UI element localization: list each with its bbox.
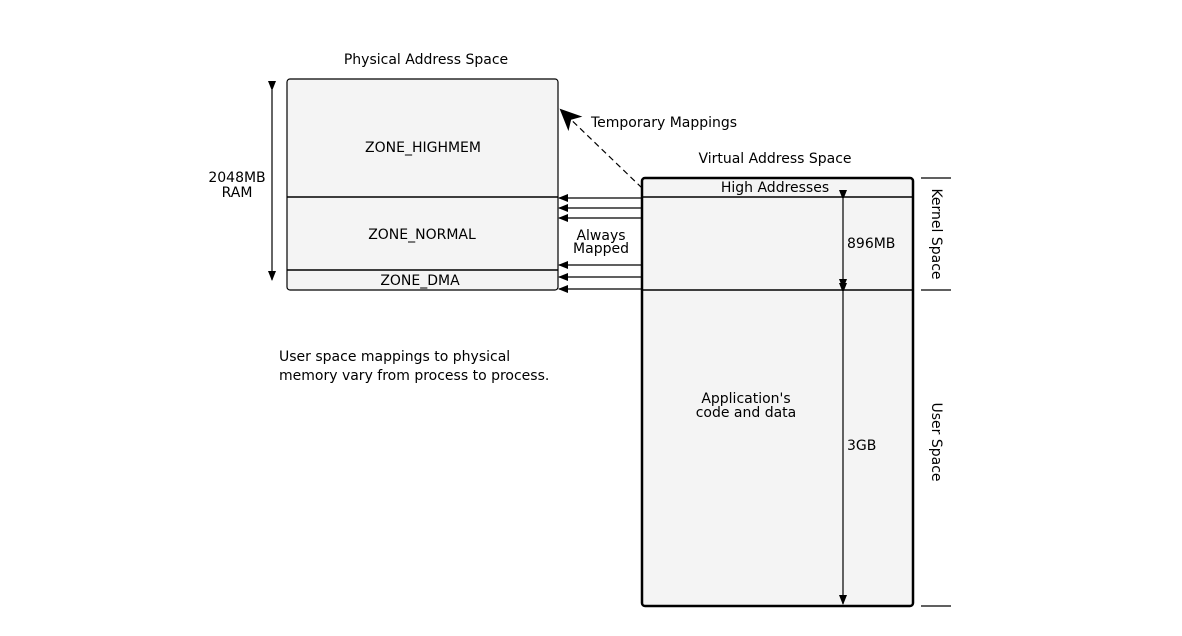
physical-memory-box bbox=[286, 78, 559, 291]
space-bracket-ticks bbox=[921, 177, 951, 607]
always-mapped-arrows bbox=[558, 194, 642, 293]
ram-label: RAM bbox=[222, 185, 253, 201]
kernel-size-label: 896MB bbox=[847, 236, 895, 252]
zone-dma-label: ZONE_DMA bbox=[380, 273, 460, 289]
user-size-label: 3GB bbox=[847, 438, 876, 454]
always-mapped-label-line2: Mapped bbox=[573, 241, 629, 257]
kernel-space-label: Kernel Space bbox=[928, 188, 944, 279]
application-label-line1: Application's bbox=[701, 391, 790, 407]
ram-size-label: 2048MB bbox=[208, 170, 265, 186]
user-space-note-line2: memory vary from process to process. bbox=[279, 368, 549, 384]
temporary-mappings-label: Temporary Mappings bbox=[590, 115, 737, 131]
user-space-note-line1: User space mappings to physical bbox=[279, 349, 510, 365]
application-label-line2: code and data bbox=[696, 405, 797, 421]
virtual-space-title: Virtual Address Space bbox=[698, 151, 851, 167]
user-space-label: User Space bbox=[928, 402, 944, 481]
always-mapped-label-line1: Always bbox=[576, 228, 625, 244]
zone-normal-label: ZONE_NORMAL bbox=[368, 227, 476, 243]
temporary-mappings-arrow bbox=[559, 108, 643, 189]
zone-highmem-label: ZONE_HIGHMEM bbox=[365, 140, 481, 156]
physical-space-title: Physical Address Space bbox=[344, 52, 508, 68]
high-addresses-label: High Addresses bbox=[721, 180, 829, 196]
